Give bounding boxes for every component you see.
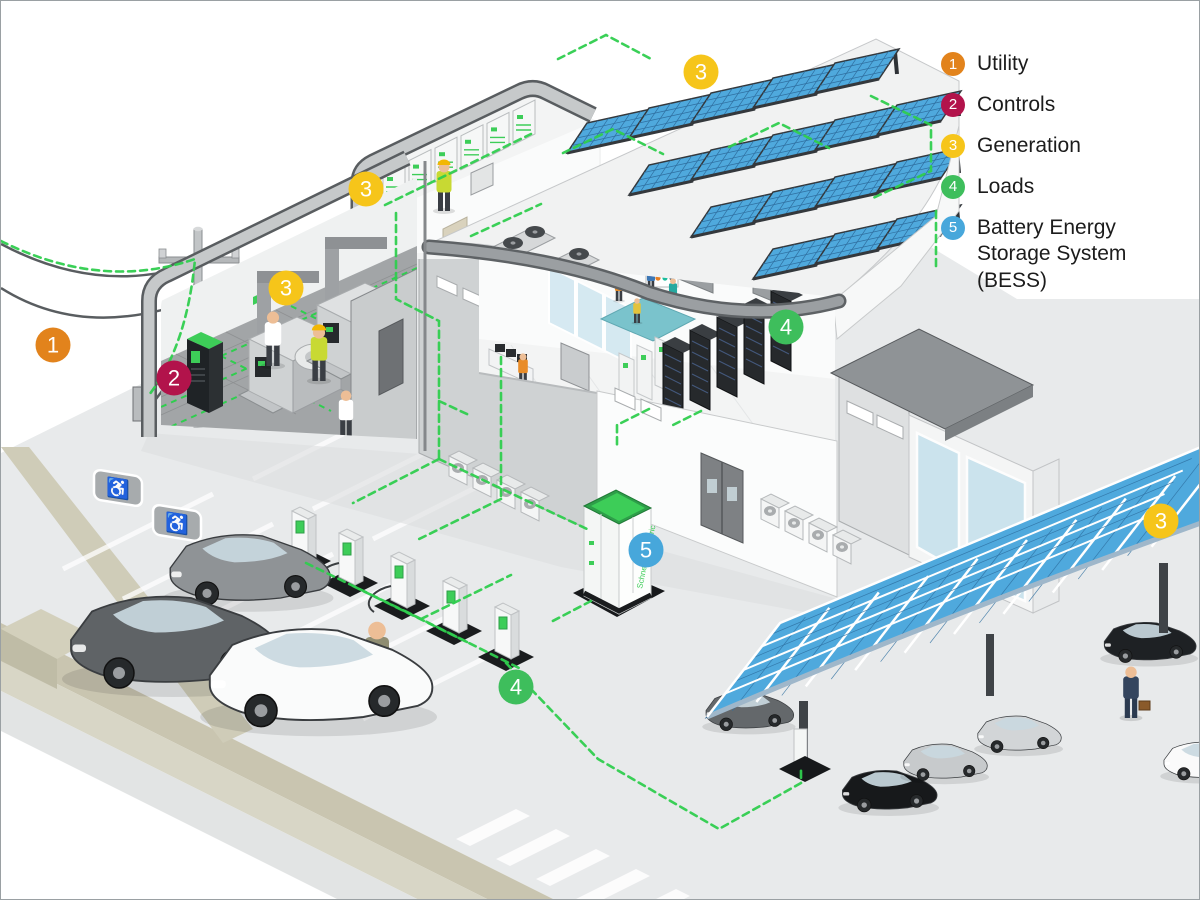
badge-loads-ev-charging: 4 (498, 669, 534, 705)
legend-item: 1 Utility (941, 51, 1171, 78)
ev-charger (426, 576, 482, 645)
battery-energy-storage-unit: Schneider Electric (573, 489, 665, 617)
person (1119, 666, 1143, 722)
accessible-parking-sign: ♿ (151, 503, 203, 543)
plant-room (141, 150, 427, 451)
building-front-wall (447, 387, 863, 598)
solar-carport (702, 446, 1199, 816)
legend-badge: 3 (941, 133, 965, 158)
badge-generation-rooftop-solar: 3 (683, 54, 719, 90)
legend-item: 3 Generation (941, 133, 1171, 160)
person (631, 298, 643, 325)
car (974, 715, 1063, 757)
badge-bess-unit: 5 (628, 532, 664, 568)
rooftop-solar-array (430, 38, 963, 305)
car (200, 628, 437, 737)
legend-badge: 5 (941, 215, 965, 240)
person (306, 324, 332, 385)
legend-label: Loads (977, 174, 1035, 198)
controls-cabinet (187, 332, 223, 413)
conference-table (599, 297, 697, 342)
legend-item: 5 Battery Energy Storage System (BESS) (941, 215, 1171, 296)
ev-charger (478, 602, 534, 671)
solar-panel (689, 77, 777, 125)
hvac-units (759, 493, 863, 565)
badge-generation-solar-carport: 3 (1143, 503, 1179, 539)
badge-generation-plant-room: 3 (268, 270, 304, 306)
badge-loads-it-racks: 4 (768, 309, 804, 345)
badge-controls-cabinet: 2 (156, 360, 192, 396)
main-building (141, 38, 1060, 614)
svg-text:♿: ♿ (106, 475, 130, 502)
legend-label: Controls (977, 92, 1056, 116)
entrance-door (700, 452, 744, 544)
badge-utility-feed: 1 (35, 327, 71, 363)
legend-item: 2 Controls (941, 92, 1171, 119)
legend: 1 Utility 2 Controls 3 Generation 4 Loads 5 Batte… (941, 51, 1171, 309)
legend-badge: 1 (941, 52, 965, 76)
solar-panel (813, 104, 901, 152)
accessible-parking-sign: ♿ (92, 468, 144, 508)
legend-label: Battery Energy Storage System (BESS) (977, 215, 1127, 293)
car (1160, 741, 1199, 784)
legend-badge: 4 (941, 174, 965, 199)
person (433, 159, 455, 214)
energy-flow-lines (1, 33, 938, 831)
parked-cars (62, 534, 437, 737)
accessible-parking-sign: ♿♿ (92, 468, 203, 543)
car (838, 770, 939, 816)
person (260, 311, 286, 370)
solar-panel (751, 233, 839, 281)
car (163, 534, 334, 612)
badge-generation-roof-switchroom: 3 (348, 171, 384, 207)
ev-charger (367, 551, 430, 620)
car (900, 743, 989, 785)
solar-panel (813, 47, 901, 95)
legend-item: 4 Loads (941, 174, 1171, 201)
legend-label: Utility (977, 52, 1029, 75)
svg-text:♿: ♿ (165, 510, 189, 537)
legend-label: Generation (977, 133, 1081, 157)
legend-badge: 2 (941, 92, 965, 117)
